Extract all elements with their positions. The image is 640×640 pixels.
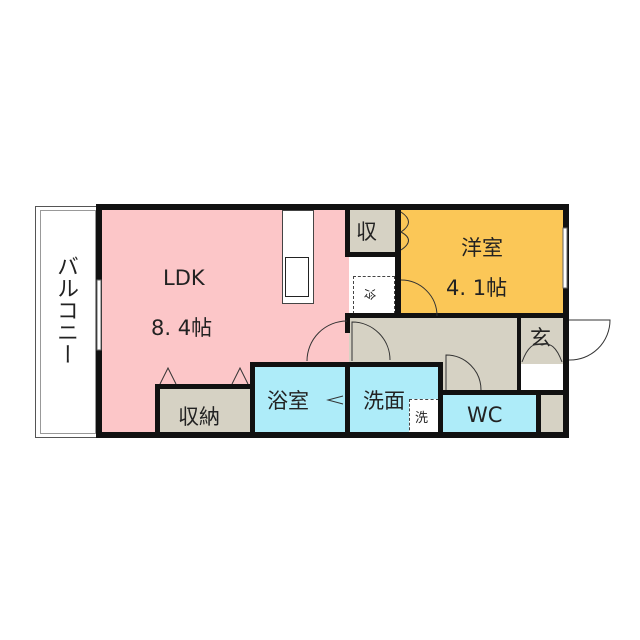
- bath-label: 浴室: [267, 389, 309, 413]
- closet-small-label: 収: [356, 220, 377, 244]
- western-area: 4. 1帖: [446, 276, 508, 300]
- room-wc: [442, 392, 540, 438]
- balcony: バルコニー: [35, 206, 101, 438]
- washer-label: 洗: [415, 411, 429, 426]
- entrance: [520, 316, 566, 364]
- washer-space: [409, 399, 439, 435]
- western-label: 洋室: [461, 236, 503, 260]
- washroom-label: 洗面: [363, 389, 405, 413]
- hallway-lower: [442, 362, 522, 392]
- pipe-space: [540, 392, 566, 438]
- room-western: [399, 206, 566, 316]
- room-closet-small: [349, 206, 399, 256]
- ldk-label: LDK: [163, 266, 205, 290]
- balcony-label: バルコニー: [53, 255, 78, 365]
- shoe-box: [520, 364, 566, 392]
- ldk-area: 8. 4帖: [151, 316, 213, 340]
- wc-label: WC: [467, 403, 503, 427]
- kitchen-sink: [285, 257, 309, 297]
- room-storage: [160, 386, 253, 438]
- storage-label: 収納: [178, 405, 220, 429]
